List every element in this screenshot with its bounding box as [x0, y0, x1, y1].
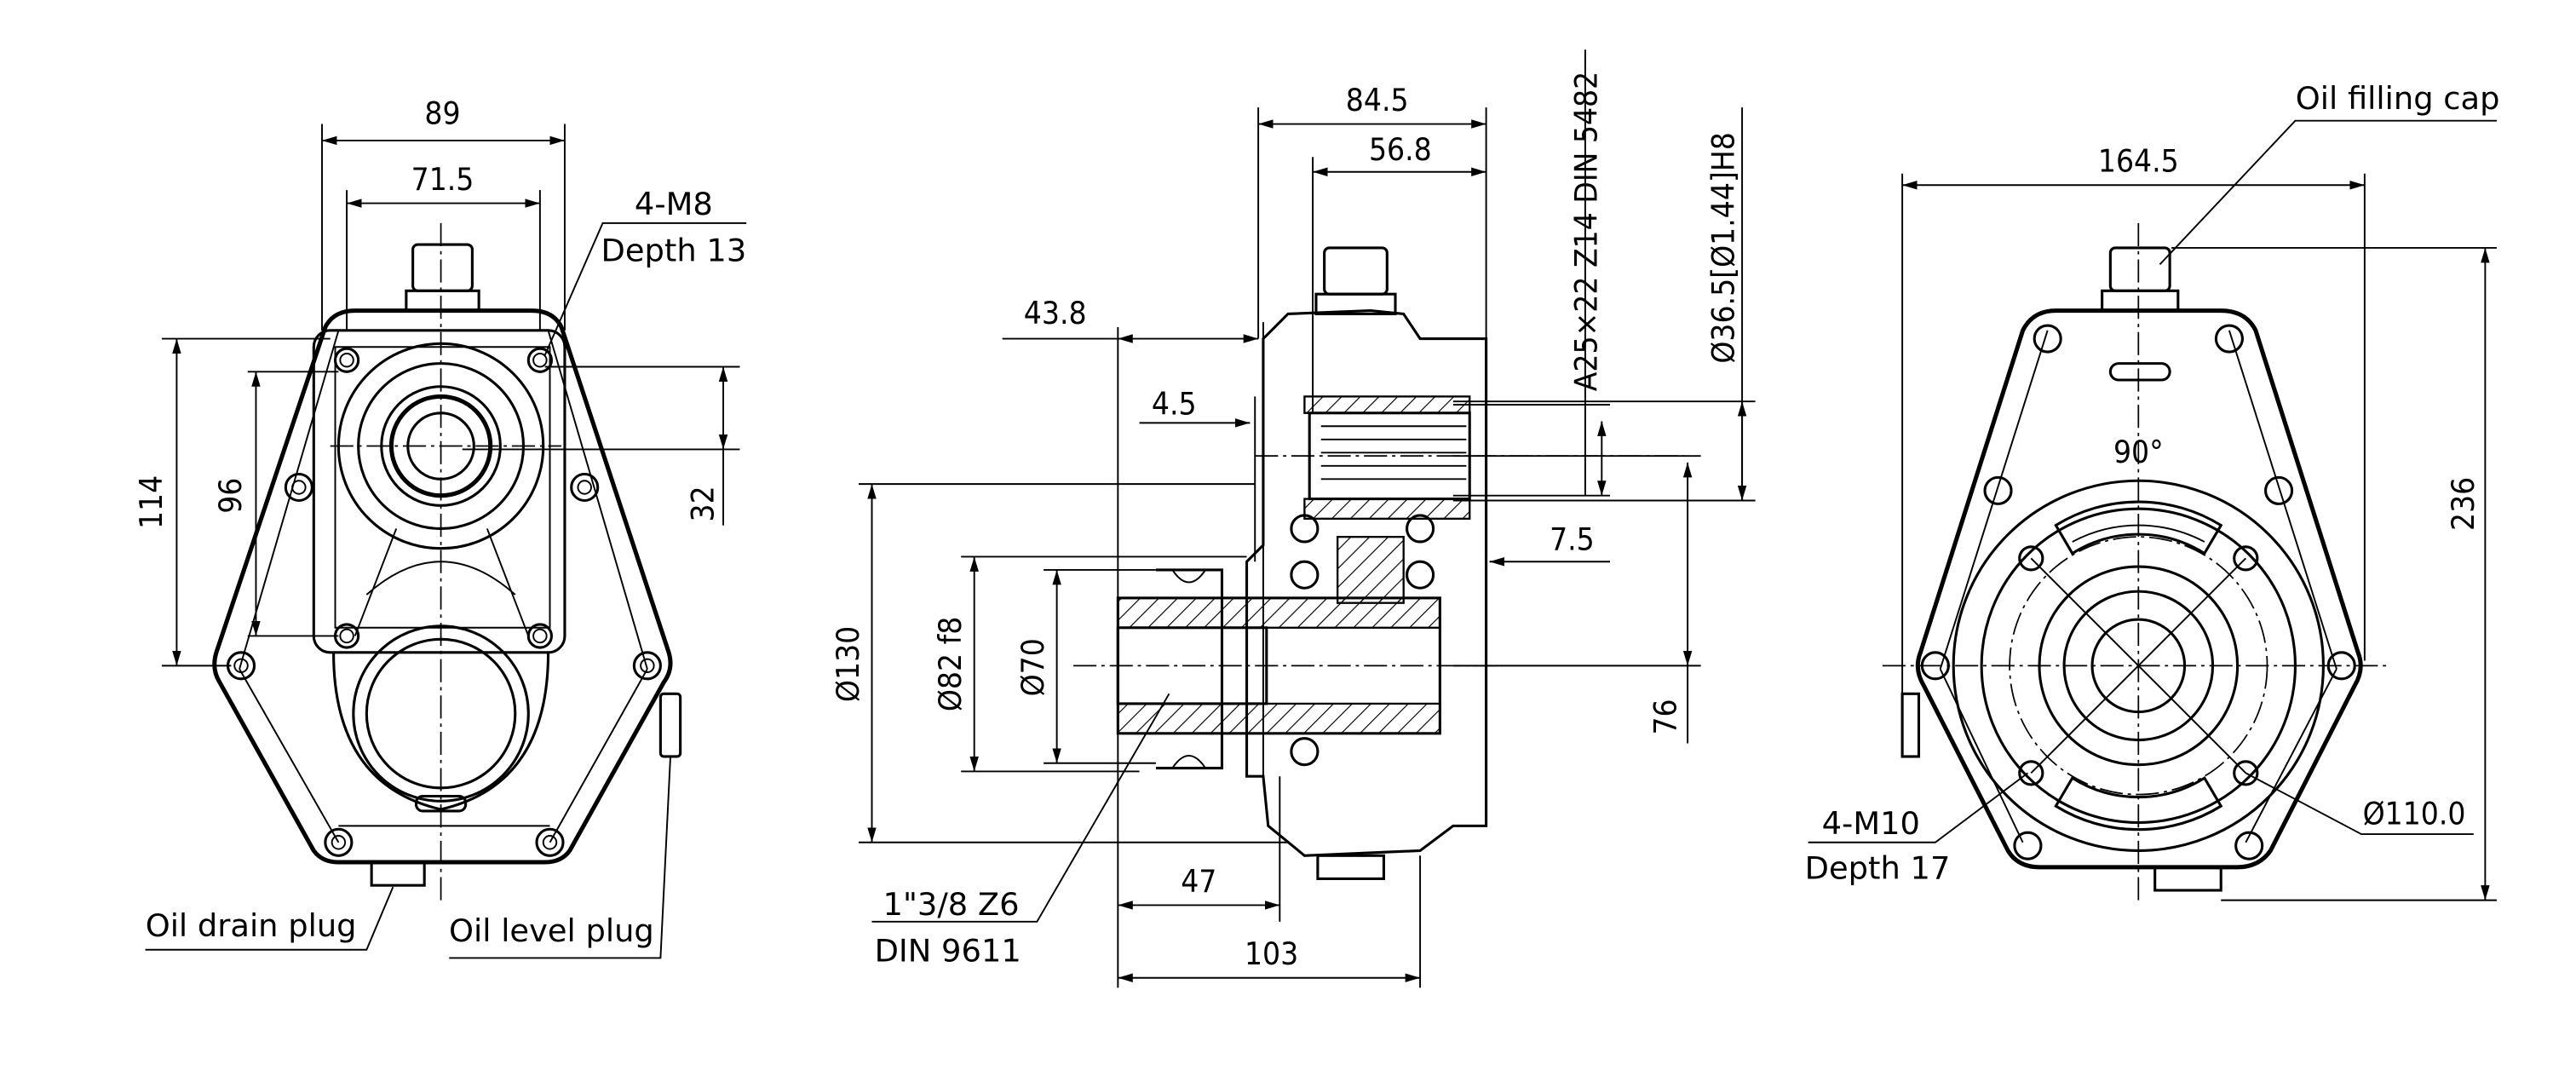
top-plug-section: [1323, 246, 1389, 296]
top-plug: [411, 243, 474, 292]
dia-82-f8: Ø82 f8: [932, 617, 969, 711]
dim-4-5: 4.5: [1152, 386, 1197, 423]
dim-236: 236: [2445, 477, 2481, 531]
dim-114: 114: [133, 475, 170, 529]
bolt-circle-110: Ø110.0: [2363, 795, 2466, 832]
front-view: 89 71.5 114 96 32 4-M8 Depth 13 Oil drai…: [133, 95, 747, 959]
dim-103: 103: [1245, 935, 1298, 972]
dim-32: 32: [684, 486, 721, 521]
dim-89: 89: [424, 95, 460, 132]
oil-level-plug-label: Oil level plug: [449, 912, 654, 949]
bore-spec: Ø36.5[Ø1.44]H8: [1705, 132, 1741, 364]
oil-drain-plug-label: Oil drain plug: [146, 907, 357, 944]
dim-84-5: 84.5: [1346, 82, 1409, 118]
spline-spec: A25×22 Z14 DIN 5482: [1567, 72, 1604, 392]
dim-47: 47: [1181, 863, 1216, 900]
dim-7-5: 7.5: [1550, 521, 1595, 558]
bolt-holes: [226, 347, 662, 857]
dim-71-5: 71.5: [411, 161, 474, 198]
level-plug: [658, 692, 682, 758]
oil-filling-cap: [2108, 246, 2171, 292]
drain-plug: [370, 860, 426, 887]
pump-flange: [312, 329, 566, 654]
thread-depth-17: Depth 17: [1805, 849, 1951, 886]
section-view: 84.5 56.8 43.8 4.5 A25×22 Z14 DIN 5482 Ø…: [830, 49, 1756, 988]
rear-housing-outline: [1915, 308, 2363, 870]
thread-note-m8: 4-M8: [635, 186, 713, 222]
oil-filling-cap-label: Oil filling cap: [2296, 80, 2500, 117]
thread-depth-13: Depth 13: [601, 232, 747, 268]
dia-70: Ø70: [1015, 638, 1051, 696]
dim-43-8: 43.8: [1024, 295, 1087, 331]
dim-76: 76: [1647, 699, 1684, 734]
rear-view: 90° 164.5 236 Oil filling cap 4-M10 Dept…: [1805, 80, 2500, 901]
dim-96: 96: [212, 478, 249, 514]
dim-164-5: 164.5: [2098, 143, 2179, 180]
shaft-spec: 1"3/8 Z6: [883, 886, 1020, 923]
bottom-plug-section: [1316, 854, 1385, 880]
housing-section: [1245, 309, 1488, 857]
dia-130: Ø130: [830, 626, 866, 702]
housing-outline: [212, 308, 673, 865]
dim-56-8: 56.8: [1369, 131, 1432, 168]
shaft-standard: DIN 9611: [875, 932, 1021, 969]
thread-note-m10: 4-M10: [1822, 805, 1920, 842]
